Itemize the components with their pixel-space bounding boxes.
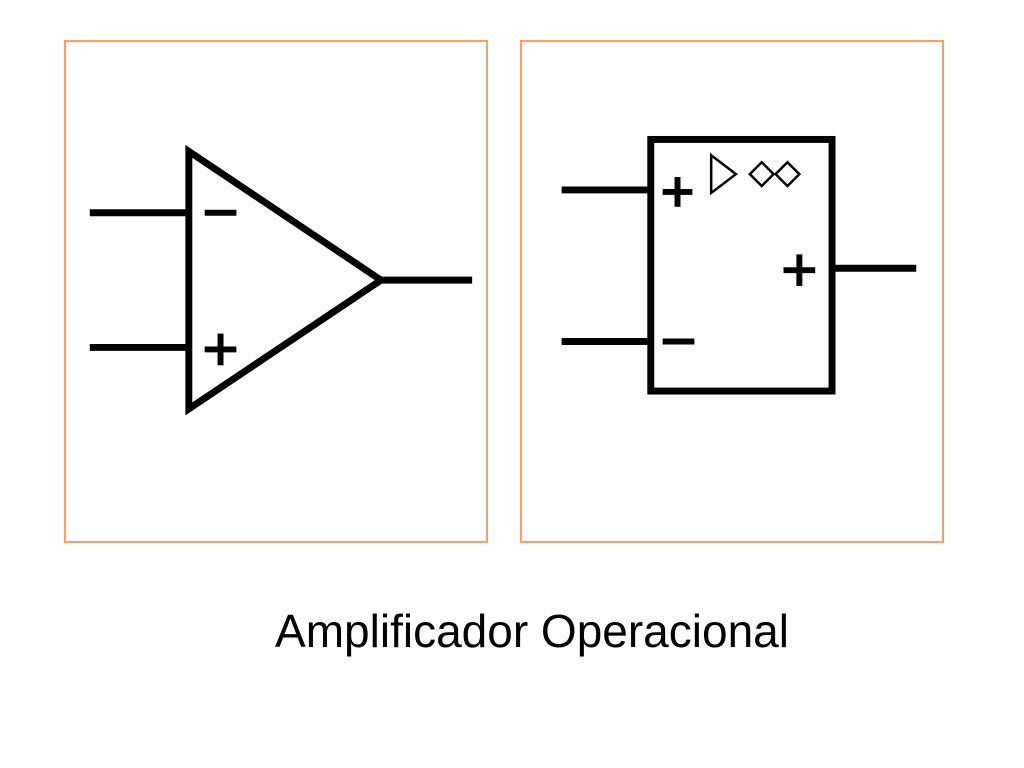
plus-sign-icon <box>204 333 237 366</box>
opamp-triangle-symbol <box>89 144 473 416</box>
amplifier-infinity-icon <box>709 152 802 196</box>
plus-sign-icon <box>662 177 693 207</box>
diagram-caption: Amplificador Operacional <box>275 605 789 657</box>
rectangle-symbol-panel <box>520 40 944 543</box>
output-plus-sign-icon <box>783 254 816 287</box>
opamp-rectangle-symbol <box>561 135 917 395</box>
triangle-symbol-panel <box>64 40 488 543</box>
amplifier-triangle <box>185 144 388 416</box>
